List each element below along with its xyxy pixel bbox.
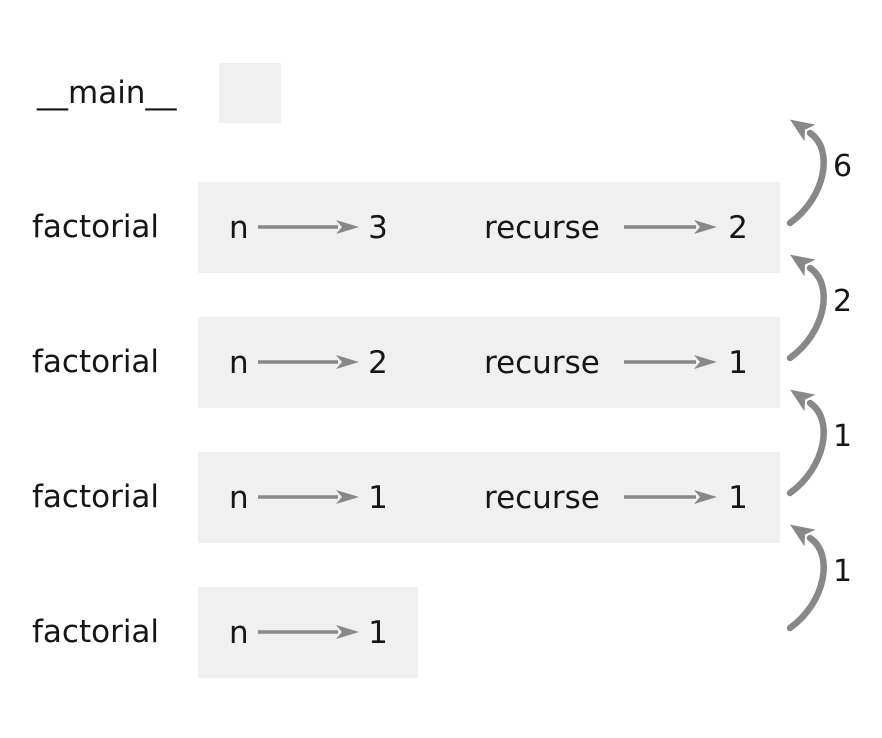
right-arrow-icon [258,220,359,234]
main-frame-label: __main__ [37,75,177,111]
var-name-recurse: recurse [484,209,600,246]
frame-label-factorial-4: factorial [32,614,160,650]
frame-label-factorial-1: factorial [32,209,160,245]
return-value-label: 1 [833,553,853,589]
var-value: 2 [368,344,388,381]
frame-box-factorial-4: n 1 [198,587,418,678]
var-value: 1 [368,614,388,651]
right-arrow-icon [258,355,359,369]
frame-box-factorial-1: n 3 recurse 2 [198,182,780,273]
var-name-recurse: recurse [484,479,600,516]
return-value-label: 6 [833,148,853,184]
return-value-label: 1 [833,418,853,454]
var-value: 1 [728,344,748,381]
right-arrow-icon [258,490,359,504]
var-value: 3 [368,209,388,246]
curved-up-arrow-icon [786,389,827,497]
curved-up-arrow-icon [786,119,827,227]
right-arrow-icon [624,355,717,369]
frame-box-factorial-2: n 2 recurse 1 [198,317,780,408]
var-name-n: n [229,479,249,516]
curved-up-arrow-icon [786,524,827,632]
var-name-recurse: recurse [484,344,600,381]
var-name-n: n [229,344,249,381]
var-value: 2 [728,209,748,246]
right-arrow-icon [624,220,717,234]
frame-label-factorial-2: factorial [32,344,160,380]
var-name-n: n [229,614,249,651]
return-value-label: 2 [833,283,853,319]
var-value: 1 [728,479,748,516]
right-arrow-icon [624,490,717,504]
var-name-n: n [229,209,249,246]
frame-box-factorial-3: n 1 recurse 1 [198,452,780,543]
main-frame-box [219,63,281,123]
curved-up-arrow-icon [786,254,827,362]
right-arrow-icon [258,625,359,639]
frame-label-factorial-3: factorial [32,479,160,515]
var-value: 1 [368,479,388,516]
